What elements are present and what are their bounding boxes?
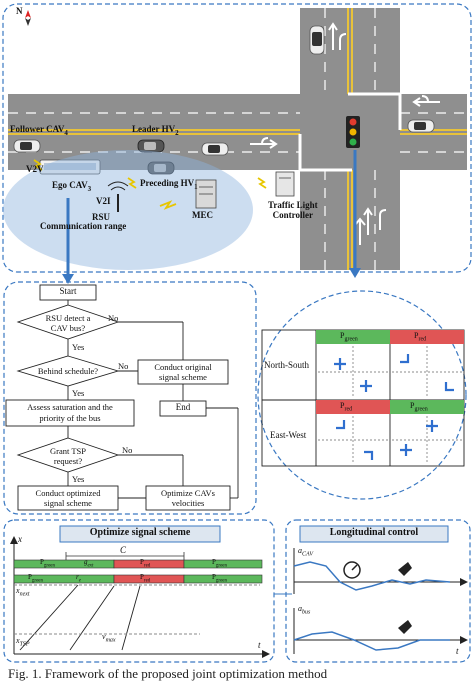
flow-no3: No: [122, 445, 133, 455]
phase-green-cell: [316, 330, 390, 344]
flow-q2: Behind schedule?: [37, 366, 99, 376]
follower-label: Follower CAV4: [10, 124, 68, 137]
signal-green-bar: [183, 574, 263, 584]
long-a-cav: aCAV: [298, 546, 314, 558]
long-panel-title: Longitudinal control: [329, 527, 419, 538]
speedometer-icon: [343, 561, 361, 579]
car-icon: [147, 161, 175, 175]
row1-green1: Pgreen: [40, 558, 56, 569]
car-icon: [13, 139, 41, 153]
phase-frame: [257, 290, 467, 500]
flow-yes1: Yes: [72, 342, 85, 352]
compass-icon: [25, 10, 31, 26]
leader-label: Leader HV2: [132, 124, 179, 137]
compass-label: N: [16, 6, 23, 16]
connector-arrow: [349, 150, 361, 278]
ego-label: Ego CAV3: [52, 180, 92, 193]
car-icon: [309, 25, 325, 55]
signal-green-bar: [183, 559, 263, 569]
signal-x-next: xnext: [16, 586, 30, 598]
pedal-icon: [398, 620, 412, 634]
v2i-label: V2I: [96, 196, 111, 206]
phase-ew-red: Pred: [340, 401, 353, 413]
phase-ns-green: Pgreen: [340, 331, 358, 343]
bus-accel-curve: [293, 631, 450, 651]
trajectories: [14, 584, 260, 651]
process-box: [5, 399, 135, 427]
row2-green1: Pgreen: [28, 573, 44, 584]
v2v-label: V2V: [26, 164, 44, 174]
signal-t-axis: t: [258, 640, 261, 650]
traffic-light-icon: [346, 116, 360, 148]
process-box: [145, 485, 231, 511]
rsu-icon: [107, 181, 129, 212]
flow-connectors: [67, 300, 239, 499]
server-icon: [195, 179, 217, 209]
phase-movement-icon: [334, 354, 454, 460]
car-icon: [201, 142, 229, 156]
row1-red: Pred: [140, 558, 151, 569]
flow-yes3: Yes: [72, 474, 85, 484]
phase-red-cell: [390, 330, 464, 344]
signal-x-tsp: xTSP: [16, 636, 30, 648]
row1-gext: gext: [84, 558, 94, 569]
signal-cycle-label: C: [120, 545, 127, 555]
preceding-label: Preceding HV1: [140, 178, 198, 191]
flowchart-frame: [3, 281, 257, 515]
flow-start: Start: [59, 286, 77, 296]
car-icon: [407, 119, 435, 133]
signal-panel-title-box: [59, 525, 221, 543]
communication-range: [3, 150, 253, 270]
long-a-bus: abus: [298, 604, 311, 616]
phase-ew-green: Pgreen: [410, 401, 428, 413]
flow-end: End: [175, 402, 191, 412]
signal-vmax: vmax: [102, 632, 116, 644]
phase-ns-red: Pred: [414, 331, 427, 343]
pedal-icon: [398, 562, 412, 576]
row2-r: re: [76, 573, 81, 584]
rsu-label: RSU: [92, 212, 111, 222]
process-box: [17, 485, 119, 511]
signal-panel-frame: [3, 519, 275, 663]
phase-ew-label: East-West: [270, 430, 307, 440]
row2-red: Pred: [140, 573, 151, 584]
bus-icon: [39, 159, 101, 175]
row1-green2: Pgreen: [212, 558, 228, 569]
long-t-axis: t: [456, 646, 459, 656]
lane-arrows: [250, 22, 440, 245]
car-icon: [137, 139, 165, 153]
controller-icon: [275, 171, 295, 197]
cav-accel-curve: [293, 561, 451, 591]
figure-caption: Fig. 1. Framework of the proposed joint …: [8, 666, 328, 681]
long-panel-title-box: [299, 525, 449, 543]
signal-panel-title: Optimize signal scheme: [89, 527, 191, 538]
phase-green-cell: [390, 400, 464, 414]
process-box: [137, 359, 229, 385]
connector-arrow: [62, 198, 74, 284]
cycle-marker: [65, 552, 185, 560]
scene-frame: [2, 3, 472, 273]
comm-range-label: Communication range: [40, 221, 127, 231]
row2-green2: Pgreen: [212, 573, 228, 584]
signal-x-axis: x: [18, 534, 22, 544]
flow-yes2: Yes: [72, 388, 85, 398]
wireless-link-icon: [33, 159, 267, 210]
phase-ns-label: North-South: [264, 360, 309, 370]
long-panel-frame: [285, 519, 471, 663]
signal-green-bar: [13, 559, 115, 569]
phase-red-cell: [316, 400, 390, 414]
mec-label: MEC: [192, 210, 213, 220]
flow-no2: No: [118, 361, 129, 371]
flow-no1: No: [108, 313, 119, 323]
